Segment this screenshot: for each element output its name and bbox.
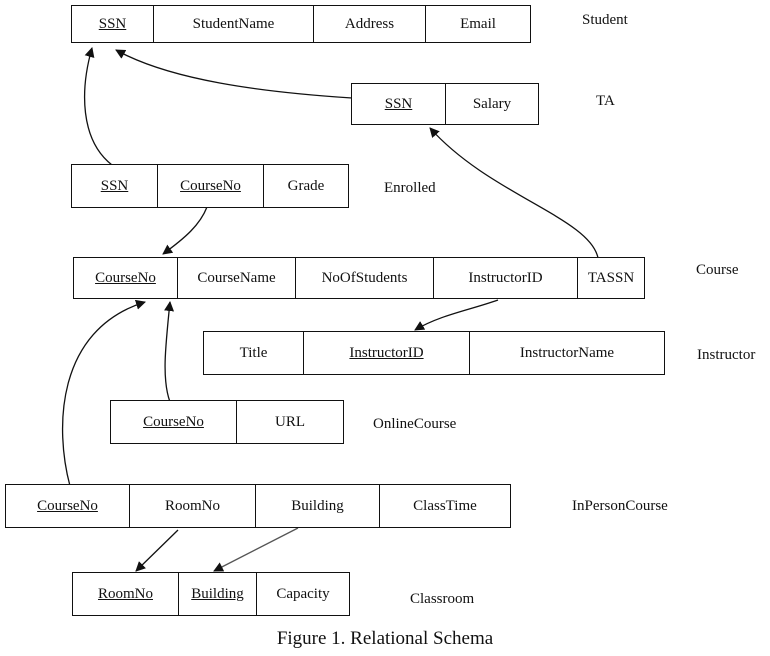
relation-name-course: Course bbox=[696, 262, 739, 278]
relation-inpersoncourse: CourseNo RoomNo Building ClassTime bbox=[5, 484, 511, 528]
attr-course-noofstudents: NoOfStudents bbox=[296, 258, 434, 298]
attr-course-tassn: TASSN bbox=[587, 269, 635, 286]
relation-enrolled: SSN CourseNo Grade bbox=[71, 164, 349, 208]
attr-inpersoncourse-roomno: RoomNo bbox=[130, 485, 256, 527]
attr-student-email: Email bbox=[460, 15, 496, 32]
relation-onlinecourse: CourseNo URL bbox=[110, 400, 344, 444]
attr-student-address: Address bbox=[314, 6, 426, 42]
arrow-course-instructorid-to-instructor bbox=[414, 299, 499, 331]
attr-ta-salary: Salary bbox=[472, 95, 512, 112]
attr-enrolled-courseno: CourseNo bbox=[158, 165, 264, 207]
attr-enrolled-grade: Grade bbox=[287, 177, 325, 194]
arrow-course-tassn-to-ta bbox=[429, 127, 599, 259]
arrow-inperson-roomno-to-classroom bbox=[135, 529, 179, 572]
relation-name-classroom: Classroom bbox=[410, 591, 475, 607]
relation-name-inpersoncourse: InPersonCourse bbox=[572, 498, 668, 514]
attr-ta-ssn: SSN bbox=[352, 84, 446, 124]
attr-enrolled-ssn: SSN bbox=[72, 165, 158, 207]
relation-course: CourseNo CourseName NoOfStudents Instruc… bbox=[73, 257, 645, 299]
relation-name-instructor: Instructor bbox=[697, 347, 756, 363]
relation-classroom: RoomNo Building Capacity bbox=[72, 572, 350, 616]
arrow-onlinecourse-to-course bbox=[164, 301, 175, 403]
arrow-ta-ssn-to-student bbox=[115, 49, 353, 99]
attr-onlinecourse-url: URL bbox=[275, 413, 305, 430]
attr-student-ssn: SSN bbox=[72, 6, 154, 42]
relation-name-ta: TA bbox=[596, 93, 615, 109]
attr-instructor-title: Title bbox=[204, 332, 304, 374]
attr-classroom-capacity: Capacity bbox=[276, 585, 330, 602]
attr-classroom-roomno: RoomNo bbox=[73, 573, 179, 615]
attr-inpersoncourse-classtime: ClassTime bbox=[413, 497, 477, 514]
figure-caption: Figure 1. Relational Schema bbox=[276, 628, 494, 649]
attr-onlinecourse-courseno: CourseNo bbox=[111, 401, 237, 443]
attr-inpersoncourse-courseno: CourseNo bbox=[6, 485, 130, 527]
attr-course-courseno: CourseNo bbox=[74, 258, 178, 298]
relation-name-enrolled: Enrolled bbox=[384, 180, 436, 196]
relation-student: SSN StudentName Address Email bbox=[71, 5, 531, 43]
attr-classroom-building: Building bbox=[179, 573, 257, 615]
arrow-inperson-building-to-classroom bbox=[213, 527, 299, 572]
relation-name-student: Student bbox=[582, 12, 628, 28]
relation-instructor: Title InstructorID InstructorName bbox=[203, 331, 665, 375]
arrow-enrolled-ssn-to-student bbox=[84, 47, 113, 166]
arrow-enrolled-courseno-to-course bbox=[162, 206, 208, 255]
arrow-inpersoncourse-to-course bbox=[61, 299, 146, 487]
attr-inpersoncourse-building: Building bbox=[256, 485, 380, 527]
attr-instructor-instructorname: InstructorName bbox=[519, 344, 615, 361]
relation-name-onlinecourse: OnlineCourse bbox=[373, 416, 457, 432]
attr-course-instructorid: InstructorID bbox=[434, 258, 578, 298]
attr-instructor-instructorid: InstructorID bbox=[304, 332, 470, 374]
relation-ta: SSN Salary bbox=[351, 83, 539, 125]
attr-course-coursename: CourseName bbox=[178, 258, 296, 298]
attr-student-studentname: StudentName bbox=[154, 6, 314, 42]
